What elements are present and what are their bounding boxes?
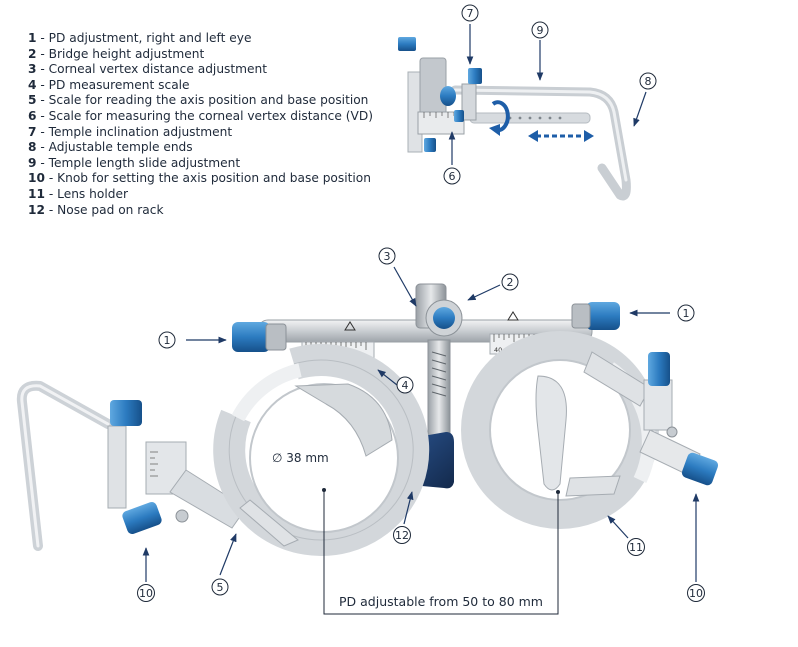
svg-text:4: 4 [402, 379, 409, 392]
legend-item: 1 - PD adjustment, right and left eye [28, 31, 252, 45]
svg-text:11: 11 [629, 541, 643, 554]
side-temple-highlight [453, 88, 628, 182]
svg-text:1: 1 [164, 334, 171, 347]
legend-item: 5 - Scale for reading the axis position … [28, 93, 369, 108]
left-axis-knob [122, 501, 162, 535]
svg-text:8: 8 [645, 75, 652, 88]
svg-text:9: 9 [537, 24, 544, 37]
legend-item: 12 - Nose pad on rack [28, 202, 164, 217]
callout-1-right: 1 [677, 304, 695, 322]
side-vd-scale [417, 111, 465, 135]
arrow-4 [377, 369, 398, 386]
arrow-2 [467, 284, 501, 301]
arrow-11 [607, 515, 629, 539]
legend-item: 8 - Adjustable temple ends [28, 140, 193, 155]
right-axis-knob [681, 452, 719, 486]
right-arm-link [583, 351, 651, 407]
pd-tick-label: 40 [494, 346, 502, 354]
left-hinge-scale [150, 451, 158, 477]
callout-1-left: 1 [158, 331, 176, 349]
legend-item: 7 - Temple inclination adjustment [28, 124, 233, 139]
nose-rack [427, 339, 451, 445]
legend-item: 10 - Knob for setting the axis position … [28, 171, 371, 186]
callout-2: 2 [501, 273, 519, 291]
right-lower-clip [565, 475, 621, 497]
right-hinge-block [643, 379, 673, 431]
left-pd-knob [232, 322, 270, 352]
svg-text:5: 5 [217, 581, 224, 594]
right-pd-collar [571, 303, 591, 329]
svg-text:1: 1 [683, 307, 690, 320]
right-lens-holder-clip [535, 375, 567, 491]
left-lens-holder-clip [294, 383, 393, 457]
callout-4: 4 [396, 376, 414, 394]
side-slide-arrow-right [584, 130, 594, 142]
callout-9: 9 [531, 21, 549, 39]
side-top-knob [398, 37, 416, 51]
right-bar-marker [507, 311, 519, 321]
front-view: 25 30 35 40 40 35 30 25 [16, 283, 719, 556]
left-temple-post [107, 425, 127, 509]
svg-text:10: 10 [689, 587, 703, 600]
side-bottom-knob [424, 138, 436, 152]
callout-3: 3 [378, 247, 396, 265]
svg-text:12: 12 [395, 529, 409, 542]
side-bridge-knob [440, 86, 456, 106]
legend-item: 4 - PD measurement scale [28, 77, 190, 92]
side-view [398, 37, 631, 201]
callout-11: 11 [627, 538, 645, 556]
side-vd-knob [454, 110, 464, 122]
bridge-height-knob [433, 307, 455, 329]
side-inclination-knob [468, 68, 482, 84]
legend-item: 2 - Bridge height adjustment [28, 46, 205, 61]
callout-arrows [142, 24, 700, 582]
arrow-12 [403, 491, 414, 525]
callout-12: 12 [393, 526, 411, 544]
left-top-knob [110, 400, 142, 426]
right-pivot [666, 426, 678, 438]
legend-item: 11 - Lens holder [28, 186, 128, 201]
left-pd-collar [265, 323, 287, 351]
right-pd-knob [586, 302, 620, 330]
side-slide-arrow-left [528, 130, 538, 142]
arrow-5 [219, 533, 237, 576]
legend-item: 3 - Corneal vertex distance adjustment [28, 62, 268, 77]
side-frame-body [419, 57, 447, 119]
callout-5: 5 [211, 578, 229, 596]
left-temple-highlight [20, 384, 110, 548]
pd-range-label: PD adjustable from 50 to 80 mm [339, 594, 543, 609]
left-axis-scale [231, 363, 302, 422]
legend-item: 9 - Temple length slide adjustment [28, 155, 241, 170]
aperture-label: ∅ 38 mm [272, 451, 329, 465]
side-temple-arm [450, 85, 631, 201]
left-bar-marker [344, 321, 356, 331]
arrow-3 [393, 266, 417, 307]
right-top-knob [648, 352, 670, 386]
callout-10-left: 10 [137, 584, 155, 602]
side-rotation-arrowhead [489, 124, 500, 136]
side-hinge [461, 83, 477, 121]
svg-text:2: 2 [507, 276, 514, 289]
callout-10-right: 10 [687, 584, 705, 602]
callout-7: 7 [461, 4, 479, 22]
callout-6: 6 [443, 167, 461, 185]
callout-8: 8 [639, 72, 657, 90]
nose-rack-teeth [431, 351, 447, 397]
svg-text:3: 3 [384, 250, 391, 263]
svg-text:6: 6 [449, 170, 456, 183]
left-pivot [175, 509, 189, 523]
left-lower-clip [239, 499, 299, 547]
arrow-8 [633, 91, 647, 127]
left-lens-ring-edge [228, 359, 414, 541]
svg-text:7: 7 [467, 7, 474, 20]
legend-item: 6 - Scale for measuring the corneal vert… [28, 108, 373, 123]
pd-dimension-line [323, 490, 559, 615]
svg-text:10: 10 [139, 587, 153, 600]
side-rotation-arrow [491, 100, 510, 133]
parts-legend: 1 - PD adjustment, right and left eye 2 … [28, 31, 373, 218]
